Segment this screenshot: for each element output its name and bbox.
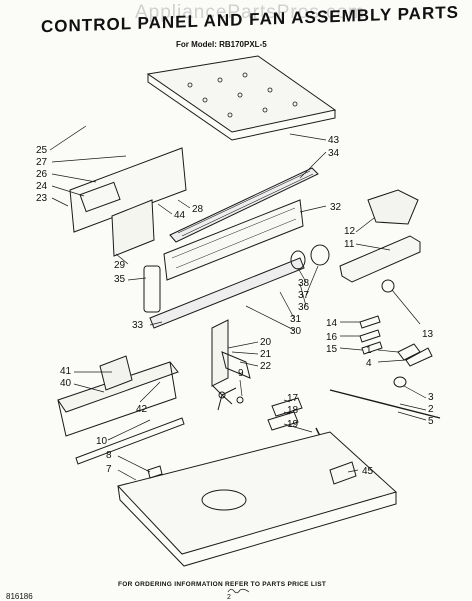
part-label-27: 27 — [36, 157, 48, 168]
handwritten-mark — [227, 588, 250, 594]
part-label-42: 42 — [136, 404, 148, 415]
part-label-44: 44 — [174, 210, 186, 221]
part-label-1: 1 — [366, 345, 372, 356]
part-label-22: 22 — [260, 361, 272, 372]
part-label-3: 3 — [428, 392, 434, 403]
part-label-37: 37 — [298, 290, 310, 301]
part-label-29: 29 — [114, 260, 126, 271]
part-label-5: 5 — [428, 416, 434, 427]
part-label-8: 8 — [106, 450, 112, 461]
part-label-34: 34 — [328, 148, 340, 159]
watermark: AppliancePartsPros.com — [134, 2, 366, 23]
part-label-20: 20 — [260, 337, 272, 348]
part-label-18: 18 — [287, 405, 299, 416]
part-label-13: 13 — [422, 329, 434, 340]
part-label-43: 43 — [328, 135, 340, 146]
document-number: 816186 — [6, 592, 33, 601]
part-label-7: 7 — [106, 464, 112, 475]
part-label-33: 33 — [132, 320, 144, 331]
part-label-45: 45 — [362, 466, 374, 477]
part-label-26: 26 — [36, 169, 48, 180]
part-label-15: 15 — [326, 344, 338, 355]
ordering-note: FOR ORDERING INFORMATION REFER TO PARTS … — [118, 581, 327, 588]
part-label-12: 12 — [344, 226, 356, 237]
part-label-10: 10 — [96, 436, 108, 447]
part-label-32: 32 — [330, 202, 342, 213]
part-label-38: 38 — [298, 278, 310, 289]
part-label-9: 9 — [238, 368, 244, 379]
part-label-36: 36 — [298, 302, 310, 313]
part-label-2: 2 — [428, 404, 434, 415]
part-label-23: 23 — [36, 193, 48, 204]
part-label-35: 35 — [114, 274, 126, 285]
part-label-40: 40 — [60, 378, 72, 389]
part-label-4: 4 — [366, 358, 372, 369]
model-number: For Model: RB170PXL-5 — [176, 40, 267, 49]
part-label-24: 24 — [36, 181, 48, 192]
part-label-28: 28 — [192, 204, 204, 215]
part-label-17: 17 — [287, 393, 299, 404]
part-label-19: 19 — [287, 419, 299, 430]
part-label-16: 16 — [326, 332, 338, 343]
part-label-31: 31 — [290, 314, 302, 325]
part-label-14: 14 — [326, 318, 338, 329]
part-label-11: 11 — [344, 239, 355, 250]
page-number: 2 — [227, 594, 231, 601]
part-label-30: 30 — [290, 326, 302, 337]
part-label-21: 21 — [260, 349, 272, 360]
part-label-25: 25 — [36, 145, 48, 156]
part-label-41: 41 — [60, 366, 72, 377]
